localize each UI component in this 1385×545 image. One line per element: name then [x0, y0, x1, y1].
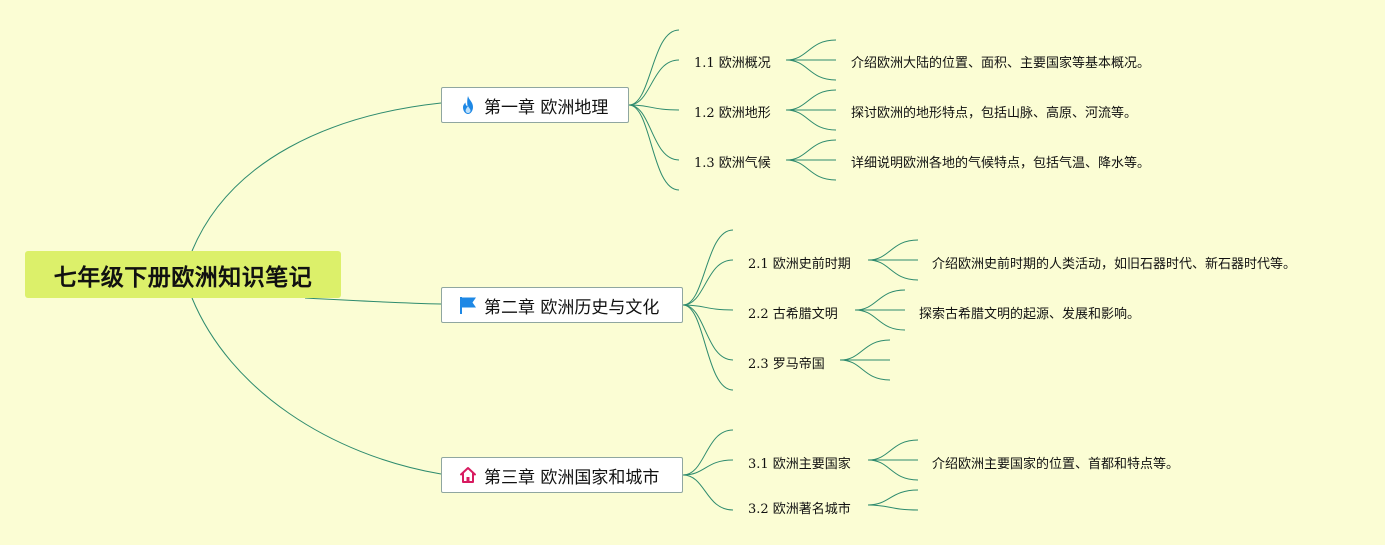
section-1-2-desc[interactable]: 探讨欧洲的地形特点，包括山脉、高原、河流等。	[851, 106, 1138, 121]
section-3-1-desc[interactable]: 介绍欧洲主要国家的位置、首都和特点等。	[932, 457, 1180, 472]
root-title: 七年级下册欧洲知识笔记	[53, 264, 313, 291]
section-3-1[interactable]: 3.1 欧洲主要国家	[748, 457, 851, 472]
chapter-3-branch-3	[682, 474, 734, 511]
section-2-3-leaf-3	[839, 359, 891, 381]
root-node[interactable]: 七年级下册欧洲知识笔记	[25, 251, 341, 298]
chapter-node-3[interactable]: 第三章 欧洲国家和城市	[441, 457, 683, 493]
chapter-2-branch-1	[682, 229, 734, 306]
root-to-chapter-1-line	[191, 102, 442, 252]
section-1-1-leaf-1	[785, 39, 837, 61]
chapter-2-branch-5	[682, 304, 734, 391]
section-3-2-leaf-1	[867, 489, 919, 506]
root-to-chapter-2-line	[304, 297, 442, 305]
chapter-1-branch-4	[628, 104, 680, 161]
house-icon	[458, 465, 478, 485]
section-1-3-desc[interactable]: 详细说明欧洲各地的气候特点，包括气温、降水等。	[851, 156, 1151, 171]
section-1-1[interactable]: 1.1 欧洲概况	[694, 56, 771, 71]
flag-icon	[458, 295, 478, 315]
section-2-2-desc[interactable]: 探索古希腊文明的起源、发展和影响。	[919, 307, 1141, 322]
chapter-3-branch-2	[682, 459, 734, 476]
section-3-1-leaf-1	[867, 439, 919, 461]
chapter-1-branch-3	[628, 104, 680, 111]
chapter-1-branch-5	[628, 104, 680, 191]
section-3-2[interactable]: 3.2 欧洲著名城市	[748, 502, 851, 517]
fire-icon	[458, 95, 478, 115]
section-2-3[interactable]: 2.3 罗马帝国	[748, 357, 825, 372]
section-2-1[interactable]: 2.1 欧洲史前时期	[748, 257, 851, 272]
chapter-title-3: 第三章 欧洲国家和城市	[484, 467, 660, 488]
section-1-1-leaf-3	[785, 59, 837, 81]
chapter-2-branch-2	[682, 259, 734, 306]
chapter-1-branch-2	[628, 59, 680, 106]
chapter-1-branch-1	[628, 29, 680, 106]
section-2-2-leaf-1	[854, 289, 906, 311]
chapter-title-1: 第一章 欧洲地理	[484, 97, 609, 118]
section-2-1-leaf-1	[867, 239, 919, 261]
section-1-2-leaf-3	[785, 109, 837, 131]
section-2-3-leaf-1	[839, 339, 891, 361]
section-2-2[interactable]: 2.2 古希腊文明	[748, 307, 838, 322]
section-3-2-leaf-2	[867, 504, 919, 511]
section-1-1-desc[interactable]: 介绍欧洲大陆的位置、面积、主要国家等基本概况。	[851, 56, 1151, 71]
section-2-1-leaf-3	[867, 259, 919, 281]
chapter-3-branch-1	[682, 429, 734, 476]
section-1-3-leaf-1	[785, 139, 837, 161]
chapter-node-2[interactable]: 第二章 欧洲历史与文化	[441, 287, 683, 323]
root-to-chapter-3-line	[191, 297, 442, 475]
section-2-1-desc[interactable]: 介绍欧洲史前时期的人类活动，如旧石器时代、新石器时代等。	[932, 257, 1297, 272]
chapter-node-1[interactable]: 第一章 欧洲地理	[441, 87, 629, 123]
section-1-3-leaf-3	[785, 159, 837, 181]
section-1-3[interactable]: 1.3 欧洲气候	[694, 156, 771, 171]
chapter-2-branch-3	[682, 304, 734, 311]
section-1-2-leaf-1	[785, 89, 837, 111]
section-3-1-leaf-3	[867, 459, 919, 481]
chapter-2-branch-4	[682, 304, 734, 361]
chapter-title-2: 第二章 欧洲历史与文化	[484, 297, 660, 318]
section-2-2-leaf-3	[854, 309, 906, 331]
section-1-2[interactable]: 1.2 欧洲地形	[694, 106, 771, 121]
